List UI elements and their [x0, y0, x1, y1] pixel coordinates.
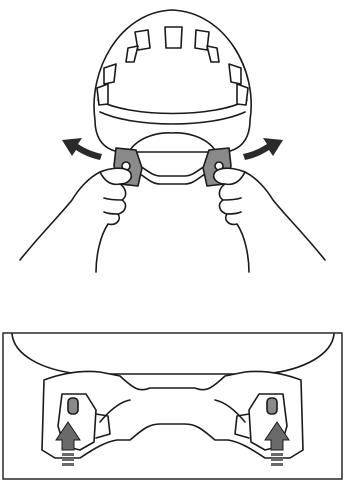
- vent-hole: [97, 84, 108, 105]
- vent-hole: [165, 27, 182, 48]
- vent-hole: [229, 64, 241, 84]
- helmet-headband-removal-illustration: [0, 0, 345, 290]
- right-hand: [214, 168, 325, 272]
- clip-detail-svg: [0, 330, 345, 482]
- right-pull-arrow: [243, 138, 283, 160]
- helmet-shell: [94, 10, 251, 152]
- clip-detail-illustration: [0, 330, 345, 482]
- vent-hole: [104, 64, 116, 84]
- left-pull-arrow: [62, 138, 102, 160]
- headband-cradle: [128, 133, 217, 184]
- vent-hole: [237, 84, 248, 105]
- left-hand: [20, 168, 131, 272]
- helmet-illustration-svg: [0, 0, 345, 290]
